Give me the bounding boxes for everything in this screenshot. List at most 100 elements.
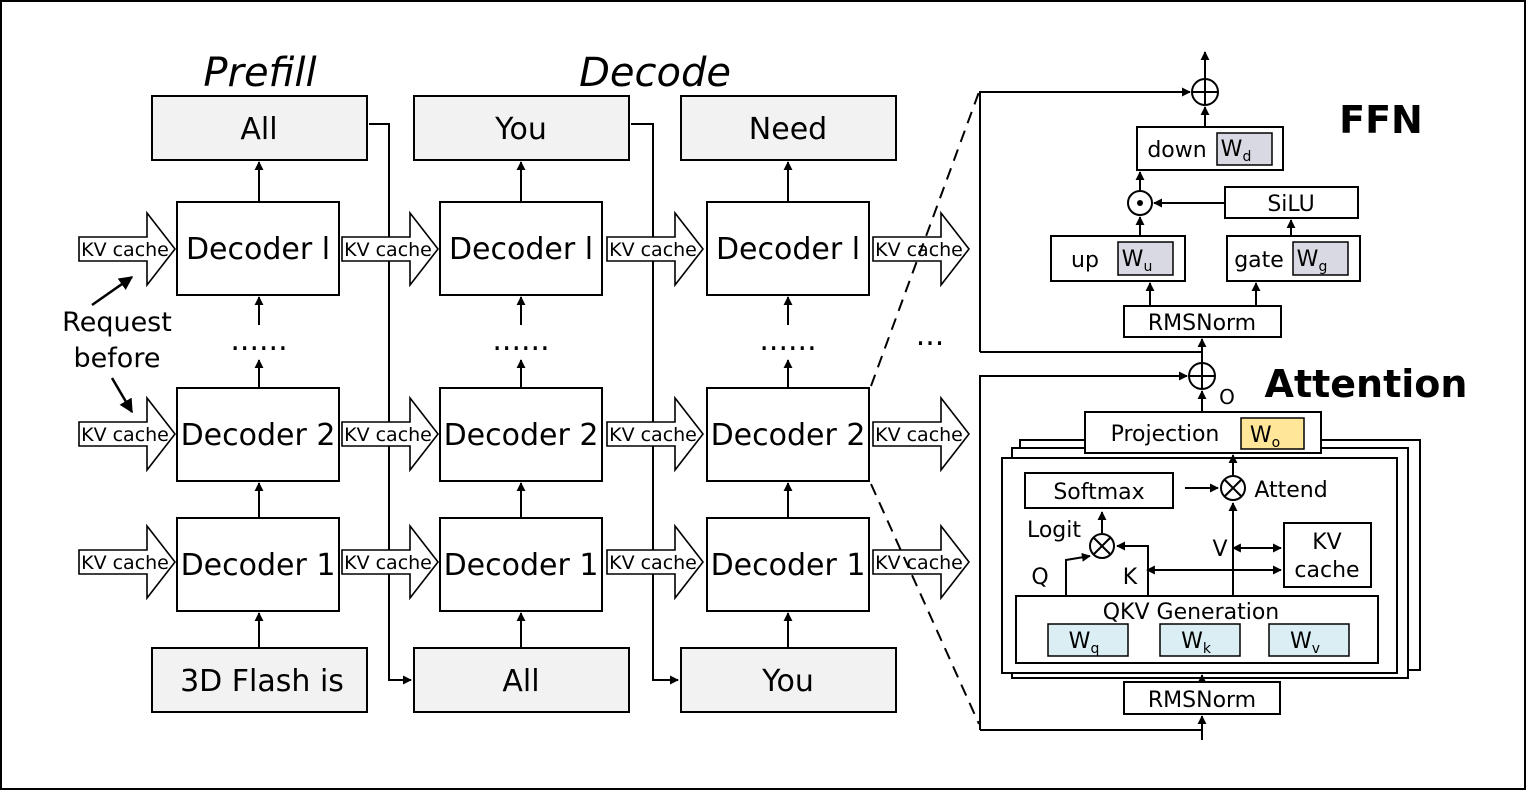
decoder-1-box bbox=[439, 517, 603, 612]
weight-wg: Wg bbox=[1297, 247, 1328, 275]
kv-cache-label-2: cache bbox=[1294, 558, 1359, 583]
down-label: down bbox=[1147, 138, 1206, 163]
kv-cache-label: KV cache bbox=[344, 552, 432, 574]
softmax-box bbox=[1024, 472, 1174, 509]
weight-wv: Wv bbox=[1290, 629, 1320, 657]
kv-cache-arrow bbox=[78, 523, 177, 601]
v-label: V bbox=[1212, 537, 1227, 562]
input-token: You bbox=[761, 664, 814, 699]
weight-wd-box bbox=[1216, 132, 1273, 166]
attention-label: Attention bbox=[1265, 362, 1468, 406]
kv-cache-arrow bbox=[606, 395, 705, 473]
more-layers-ellipsis: ... bbox=[916, 318, 945, 353]
ffn-block: FFN down Wd SiLU up Wu gate Wg RMSNorm bbox=[979, 51, 1423, 363]
input-token: All bbox=[502, 664, 539, 699]
output-token-box bbox=[151, 95, 368, 161]
kv-cache-arrow bbox=[606, 523, 705, 601]
weight-wo: Wo bbox=[1250, 423, 1280, 451]
token-feedback-arrow bbox=[369, 123, 412, 685]
decoder-l-box bbox=[706, 201, 870, 296]
gate-label: gate bbox=[1234, 248, 1284, 273]
output-token: You bbox=[494, 112, 547, 147]
decoder-l-label: Decoder l bbox=[186, 232, 330, 267]
weight-wo-box bbox=[1240, 417, 1305, 450]
kv-cache-arrow bbox=[606, 210, 705, 288]
decoder-2-label: Decoder 2 bbox=[181, 418, 336, 453]
decoder-l-box bbox=[176, 201, 340, 296]
weight-wq: Wq bbox=[1069, 629, 1100, 657]
output-token: Need bbox=[749, 112, 827, 147]
kv-cache-arrow bbox=[78, 210, 177, 288]
output-token: All bbox=[240, 112, 277, 147]
input-token-box bbox=[680, 647, 897, 713]
ffn-label: FFN bbox=[1339, 98, 1423, 142]
prefill-header: Prefill bbox=[203, 50, 316, 96]
output-token-box bbox=[413, 95, 630, 161]
weight-wk: Wk bbox=[1181, 629, 1212, 657]
silu-label: SiLU bbox=[1267, 192, 1314, 217]
input-token: 3D Flash is bbox=[180, 664, 344, 699]
kv-cache-label-1: KV bbox=[1312, 530, 1341, 555]
weight-wv-box bbox=[1268, 623, 1350, 657]
zoom-line-top bbox=[870, 91, 980, 387]
ffn-rmsnorm-label: RMSNorm bbox=[1148, 311, 1256, 336]
zoom-line-bottom bbox=[870, 483, 980, 725]
k-label: K bbox=[1123, 565, 1138, 590]
decoder-1-label: Decoder 1 bbox=[444, 548, 599, 583]
kv-cache-arrow bbox=[872, 523, 971, 601]
attend-label: Attend bbox=[1254, 478, 1327, 503]
column-decode-1: You Decoder l Decoder 2 Decoder 1 All ..… bbox=[413, 95, 630, 713]
kv-cache-label: KV cache bbox=[609, 552, 697, 574]
layer-dots: ...... bbox=[759, 323, 816, 358]
attn-rmsnorm-box bbox=[1123, 681, 1281, 715]
decoder-2-box bbox=[706, 387, 870, 482]
decoder-2-label: Decoder 2 bbox=[711, 418, 866, 453]
attn-rmsnorm-label: RMSNorm bbox=[1148, 688, 1256, 713]
decoder-2-box bbox=[439, 387, 603, 482]
attention-block: O Attention Projection Wo Softmax Attend… bbox=[979, 362, 1468, 740]
kv-cache-label: KV cache bbox=[81, 424, 169, 446]
weight-wq-box bbox=[1047, 623, 1129, 657]
o-label: O bbox=[1219, 385, 1235, 409]
weight-wu-box bbox=[1117, 241, 1174, 276]
column-prefill: All Decoder l Decoder 2 Decoder 1 3D Fla… bbox=[151, 95, 368, 713]
input-token-box bbox=[151, 647, 368, 713]
kv-cache-arrow bbox=[341, 210, 440, 288]
logit-label: Logit bbox=[1027, 518, 1081, 543]
kv-cache-arrow bbox=[872, 395, 971, 473]
kv-cache-label: KV cache bbox=[609, 239, 697, 261]
input-token-box bbox=[413, 647, 630, 713]
up-label: up bbox=[1071, 248, 1099, 273]
decoder-l-label: Decoder l bbox=[716, 232, 860, 267]
softmax-label: Softmax bbox=[1053, 480, 1144, 505]
layer-dots: ...... bbox=[230, 323, 287, 358]
layer-dots: ...... bbox=[492, 323, 549, 358]
kv-cache-arrow bbox=[341, 395, 440, 473]
ffn-rmsnorm-box bbox=[1123, 305, 1282, 338]
weight-wg-box bbox=[1292, 241, 1349, 276]
kv-cache-label: KV cache bbox=[875, 239, 963, 261]
decoder-2-label: Decoder 2 bbox=[444, 418, 599, 453]
kv-cache-label: KV cache bbox=[875, 552, 963, 574]
weight-wd: Wd bbox=[1221, 137, 1252, 165]
request-before-line1: Request bbox=[62, 307, 172, 338]
decode-header: Decode bbox=[579, 50, 731, 96]
kv-cache-box bbox=[1283, 522, 1372, 588]
kv-cache-label: KV cache bbox=[344, 239, 432, 261]
decoder-l-label: Decoder l bbox=[449, 232, 593, 267]
request-before-line2: before bbox=[74, 343, 161, 374]
kv-cache-label: KV cache bbox=[81, 552, 169, 574]
output-token-box bbox=[680, 95, 897, 161]
kv-cache-label: KV cache bbox=[344, 424, 432, 446]
weight-wu: Wu bbox=[1122, 247, 1153, 275]
kv-cache-arrow bbox=[341, 523, 440, 601]
kv-cache-label: KV cache bbox=[81, 239, 169, 261]
kv-cache-label: KV cache bbox=[875, 424, 963, 446]
silu-box bbox=[1224, 186, 1359, 219]
kv-cache-arrow bbox=[78, 395, 177, 473]
weight-wk-box bbox=[1159, 623, 1241, 657]
decoder-1-label: Decoder 1 bbox=[181, 548, 336, 583]
qkv-generation-label: QKV Generation bbox=[1103, 600, 1280, 625]
kv-cache-label: KV cache bbox=[609, 424, 697, 446]
